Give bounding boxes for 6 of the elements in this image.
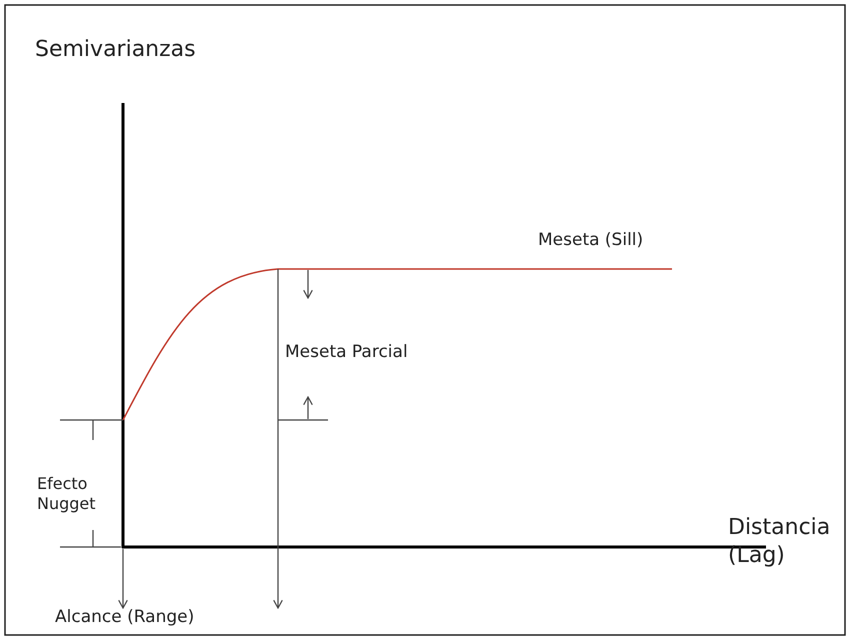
nugget-label: Efecto Nugget (37, 474, 97, 514)
range-label: Alcance (Range) (55, 607, 194, 628)
partial-sill-label: Meseta Parcial (285, 342, 408, 364)
sill-label: Meseta (Sill) (538, 230, 644, 252)
axis-title: Distancia (Lag) (728, 514, 832, 569)
axis-title: Semivarianzas (35, 36, 196, 64)
